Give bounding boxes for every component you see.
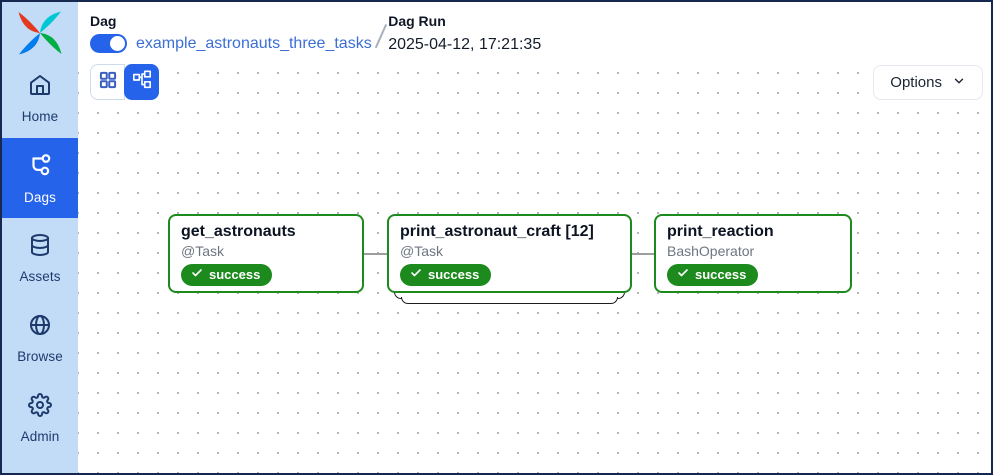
status-badge: success: [181, 264, 273, 286]
sidebar-nav: Home Dags: [2, 58, 78, 458]
dag-name-link[interactable]: example_astronauts_three_tasks: [136, 34, 372, 52]
view-switcher: [90, 64, 159, 100]
sidebar-item-dags[interactable]: Dags: [2, 138, 78, 218]
status-label: success: [695, 267, 747, 282]
breadcrumb-slash-divider: [374, 23, 387, 49]
dag-label: Dag: [90, 13, 117, 29]
edge-print_astronaut_craft-to-print_reaction: [632, 253, 654, 255]
sidebar-item-label: Admin: [20, 428, 60, 444]
task-title: get_astronauts: [181, 223, 296, 240]
graph-view-button[interactable]: [124, 64, 159, 100]
check-icon: [410, 267, 422, 282]
dag-run-label: Dag Run: [388, 13, 446, 29]
globe-icon: [28, 313, 52, 342]
dag-run-group: Dag Run 2025-04-12, 17:21:35: [388, 2, 541, 54]
sidebar: Home Dags: [2, 2, 78, 473]
task-node-print_reaction[interactable]: print_reaction BashOperator success: [654, 214, 852, 293]
task-title: print_astronaut_craft [12]: [400, 223, 594, 240]
grid-icon: [98, 70, 118, 95]
sidebar-item-label: Dags: [24, 189, 56, 205]
options-button[interactable]: Options: [873, 65, 983, 100]
task-operator: @Task: [400, 243, 443, 259]
graph-canvas[interactable]: Options get_astronauts @Task success: [78, 60, 991, 473]
status-label: success: [428, 267, 480, 282]
sidebar-item-assets[interactable]: Assets: [2, 218, 78, 298]
dag-icon: [27, 152, 53, 183]
sidebar-item-admin[interactable]: Admin: [2, 378, 78, 458]
sidebar-item-home[interactable]: Home: [2, 58, 78, 138]
dag-pause-toggle[interactable]: [90, 34, 127, 53]
options-button-label: Options: [890, 74, 942, 91]
graph-icon: [132, 70, 152, 95]
edge-get_astronauts-to-print_astronaut_craft: [364, 253, 387, 255]
sidebar-item-label: Assets: [19, 268, 61, 284]
mapped-task-stack-layer: [401, 297, 618, 304]
grid-view-button[interactable]: [90, 64, 125, 100]
sidebar-item-label: Home: [21, 108, 59, 124]
status-badge: success: [667, 264, 759, 286]
check-icon: [191, 267, 203, 282]
task-node-print_astronaut_craft[interactable]: print_astronaut_craft [12] @Task success: [387, 214, 632, 293]
airflow-logo-icon[interactable]: [14, 8, 66, 58]
page-header: Dag example_astronauts_three_tasks Dag R…: [78, 2, 991, 60]
home-icon: [28, 73, 52, 102]
sidebar-item-browse[interactable]: Browse: [2, 298, 78, 378]
dag-run-timestamp: 2025-04-12, 17:21:35: [388, 36, 542, 53]
task-operator: BashOperator: [667, 243, 755, 259]
status-badge: success: [400, 264, 492, 286]
chevron-down-icon: [952, 74, 966, 92]
check-icon: [677, 267, 689, 282]
task-operator: @Task: [181, 243, 224, 259]
database-icon: [28, 233, 52, 262]
dag-breadcrumb-group: Dag example_astronauts_three_tasks: [90, 2, 372, 53]
task-node-get_astronauts[interactable]: get_astronauts @Task success: [168, 214, 364, 293]
status-label: success: [209, 267, 261, 282]
toggle-knob: [110, 36, 125, 51]
sidebar-item-label: Browse: [17, 348, 63, 364]
gear-icon: [28, 392, 52, 422]
task-title: print_reaction: [667, 223, 774, 240]
